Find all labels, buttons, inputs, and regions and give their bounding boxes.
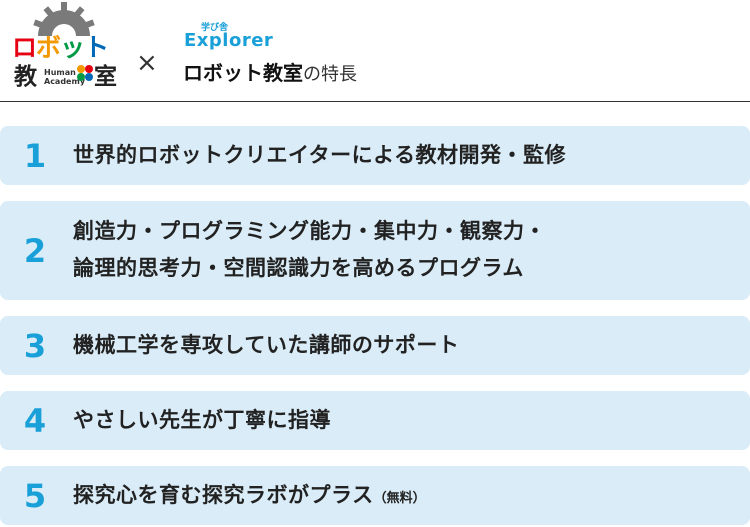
feature-card-4: 4 やさしい先生が丁寧に指導 (0, 391, 750, 450)
feature-text-line: 論理的思考力・空間認識力を高めるプログラム (73, 256, 524, 280)
feature-card-2: 2 創造力・プログラミング能力・集中力・観察力・ 論理的思考力・空間認識力を高め… (0, 201, 750, 300)
page-title: ロボット教室の特長 (183, 60, 357, 88)
logo-robot-text: ロボット (12, 33, 109, 62)
header: ロボット 教 Human Academy 室 × 学び舎 Explorer ロボ… (0, 0, 750, 102)
header-divider (0, 101, 750, 102)
feature-number: 3 (23, 327, 47, 365)
feature-card-1: 1 世界的ロボットクリエイターによる教材開発・監修 (0, 126, 750, 185)
feature-text: 創造力・プログラミング能力・集中力・観察力・ 論理的思考力・空間認識力を高めるプ… (73, 213, 546, 287)
feature-note: （無料） (373, 491, 426, 506)
feature-card-3: 3 機械工学を専攻していた講師のサポート (0, 316, 750, 375)
explorer-logo: Explorer (184, 30, 274, 51)
feature-number: 1 (23, 137, 47, 175)
human-academy-text: Human Academy (44, 68, 86, 86)
logo-kyo-char: 教 (14, 64, 37, 90)
feature-text: 世界的ロボットクリエイターによる教材開発・監修 (73, 143, 567, 167)
feature-text-main: 探究心を育む探究ラボがプラス (73, 483, 374, 507)
logo-shitsu-char: 室 (94, 64, 117, 90)
feature-number: 4 (23, 402, 47, 440)
feature-text: 探究心を育む探究ラボがプラス（無料） (73, 477, 426, 517)
color-dots-icon (77, 65, 93, 81)
times-symbol: × (136, 48, 158, 78)
feature-text: 機械工学を専攻していた講師のサポート (73, 333, 460, 357)
robot-school-logo: ロボット 教 Human Academy 室 (6, 2, 118, 94)
feature-number: 5 (23, 477, 47, 515)
feature-text-line: 創造力・プログラミング能力・集中力・観察力・ (73, 219, 546, 243)
feature-number: 2 (23, 232, 47, 270)
gear-icon (33, 2, 95, 36)
feature-card-5: 5 探究心を育む探究ラボがプラス（無料） (0, 466, 750, 525)
explorer-ruby: 学び舎 (201, 23, 229, 33)
feature-text: やさしい先生が丁寧に指導 (73, 408, 331, 432)
title-suffix: の特長 (303, 64, 357, 85)
title-main: ロボット教室 (183, 61, 303, 85)
